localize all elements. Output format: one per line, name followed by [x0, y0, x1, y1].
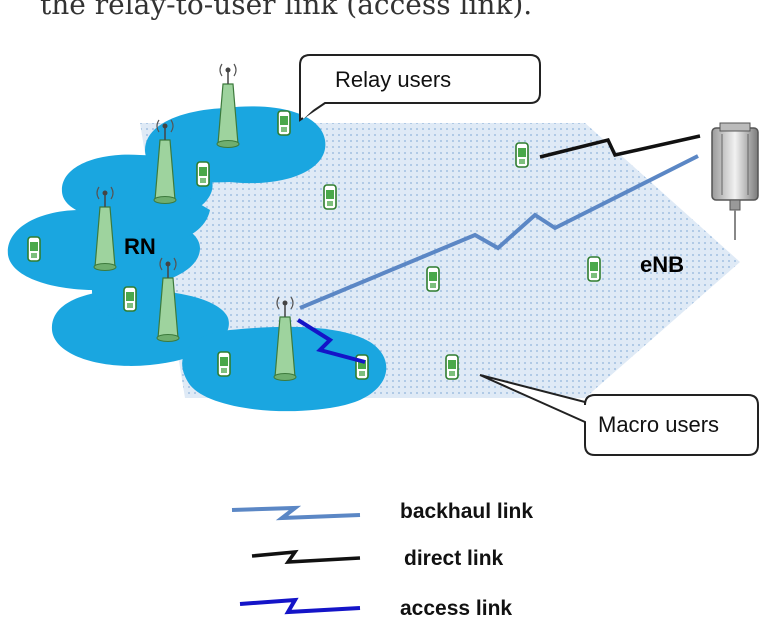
enb-base-station — [711, 122, 759, 240]
caption-fragment: the relay-to-user link (access link). — [40, 0, 533, 21]
relay-user-phone — [123, 286, 137, 312]
relay-user-phone — [277, 110, 291, 136]
enb-label: eNB — [640, 252, 684, 277]
macro-user-phone — [323, 184, 337, 210]
macro-users-callout: Macro users — [479, 374, 759, 456]
legend-item-direct: direct link — [251, 547, 504, 570]
backhaul-link — [299, 154, 699, 310]
relay-users-label: Relay users — [335, 67, 451, 92]
access-link — [296, 318, 366, 364]
legend: backhaul link direct link access link — [231, 500, 533, 620]
direct-link — [539, 134, 701, 159]
legend-label-backhaul: backhaul link — [400, 500, 533, 523]
rn-label: RN — [124, 234, 156, 259]
macro-users-label: Macro users — [598, 412, 719, 437]
relay-user-phone — [217, 351, 231, 377]
macro-user-phone — [426, 266, 440, 292]
relay-node-tower — [216, 63, 240, 149]
relay-user-phone — [196, 161, 210, 187]
legend-label-access: access link — [400, 597, 512, 620]
relay-users-callout: Relay users — [299, 54, 541, 122]
macro-user-phone — [445, 354, 459, 380]
macro-user-phone — [515, 142, 529, 168]
legend-label-direct: direct link — [404, 547, 504, 570]
legend-item-backhaul: backhaul link — [231, 500, 533, 523]
macro-user-phone — [587, 256, 601, 282]
legend-item-access: access link — [239, 597, 512, 620]
relay-user-phone — [27, 236, 41, 262]
